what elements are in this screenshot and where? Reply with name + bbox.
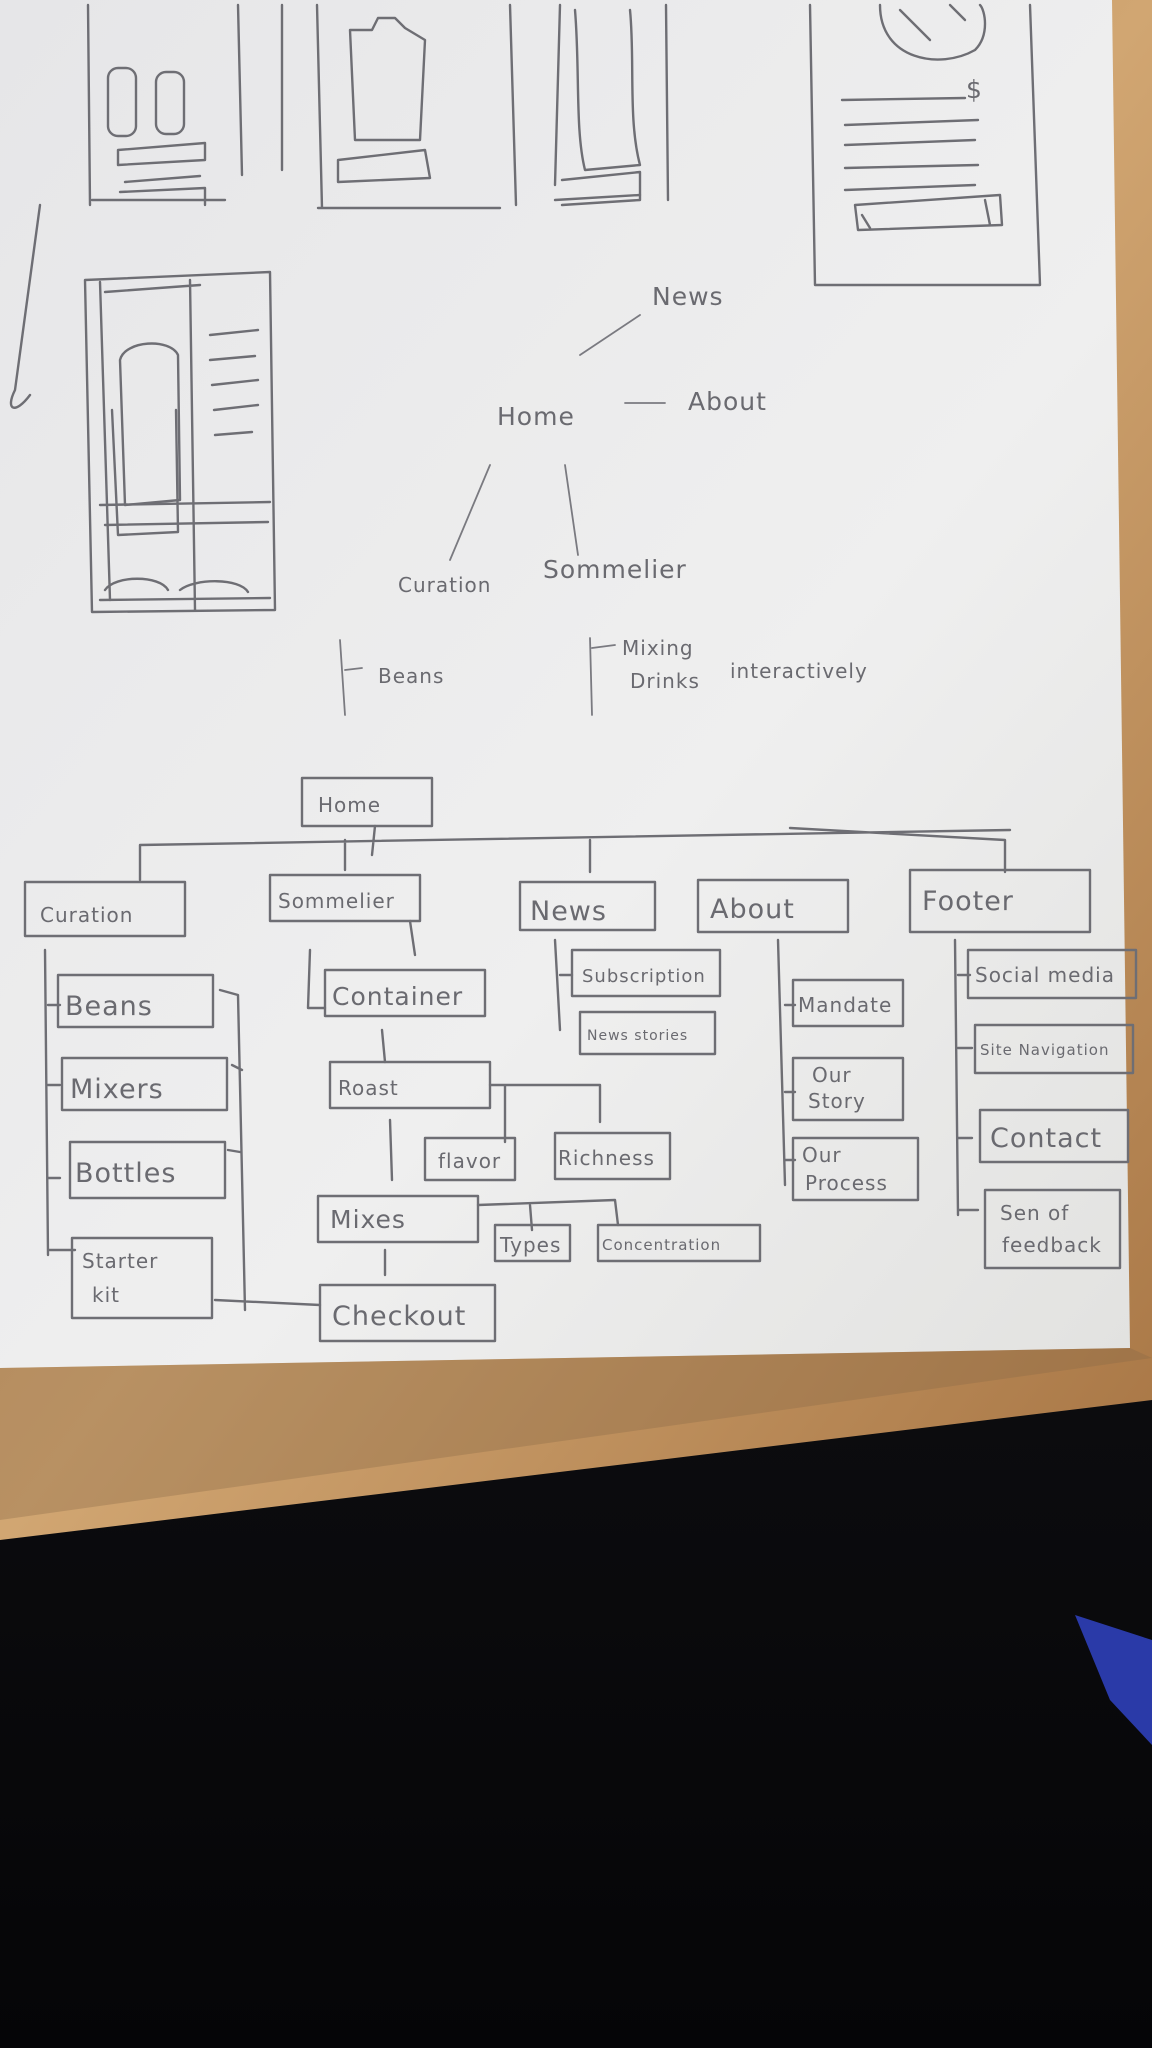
top-node-beans: Beans [378,664,444,688]
news-child-subscription: Subscription [582,966,706,987]
top-node-drinks: Drinks [630,669,700,693]
footer-child-feedback: feedback [1002,1233,1102,1257]
about-child-process: Process [805,1171,888,1195]
about-child-our-1: Our [812,1063,852,1087]
curation-child-kit: kit [92,1283,120,1307]
footer-child-sen-of: Sen of [1000,1201,1069,1225]
about-heading: About [710,894,795,925]
curation-child-bottles: Bottles [75,1158,176,1189]
sommelier-child-roast: Roast [338,1076,399,1100]
footer-child-social-media: Social media [975,963,1115,987]
sommelier-child-flavor: flavor [438,1149,501,1173]
sommelier-child-types: Types [499,1233,561,1257]
top-node-mixing: Mixing [622,636,694,660]
sommelier-child-mixes: Mixes [330,1205,406,1234]
sitemap-root-home: Home [318,793,381,817]
footer-child-contact: Contact [990,1123,1102,1154]
top-sitemap-sketch: Home News About Curation Sommelier Beans… [339,282,868,716]
wireframe-sketches: $ [9,3,1042,614]
curation-child-mixers: Mixers [70,1074,164,1105]
sommelier-child-concentration: Concentration [602,1236,721,1254]
about-child-story: Story [808,1089,866,1113]
news-heading: News [530,896,607,927]
top-node-curation: Curation [398,573,491,597]
price-symbol: $ [966,75,983,104]
top-node-about: About [688,387,767,416]
news-child-stories: News stories [587,1028,688,1044]
sommelier-child-container: Container [332,982,463,1011]
top-node-sommelier: Sommelier [543,555,687,584]
top-node-news: News [652,282,724,311]
blue-object [1075,1615,1152,1745]
curation-child-beans: Beans [65,991,153,1022]
top-node-interactively: interactively [730,659,868,683]
footer-child-site-navigation: Site Navigation [980,1041,1109,1059]
sommelier-child-checkout: Checkout [332,1301,466,1332]
sitemap-tree: Home Curation Beans Mixers Bottles Start… [23,776,1138,1343]
curation-child-starter: Starter [82,1249,158,1273]
top-node-home: Home [497,402,575,431]
footer-heading: Footer [922,886,1014,917]
curation-heading: Curation [40,903,133,927]
paper-shadow [0,1348,1152,1520]
about-child-mandate: Mandate [798,993,892,1017]
about-child-our-2: Our [802,1143,842,1167]
sommelier-heading: Sommelier [278,889,395,913]
sommelier-child-richness: Richness [558,1146,655,1170]
